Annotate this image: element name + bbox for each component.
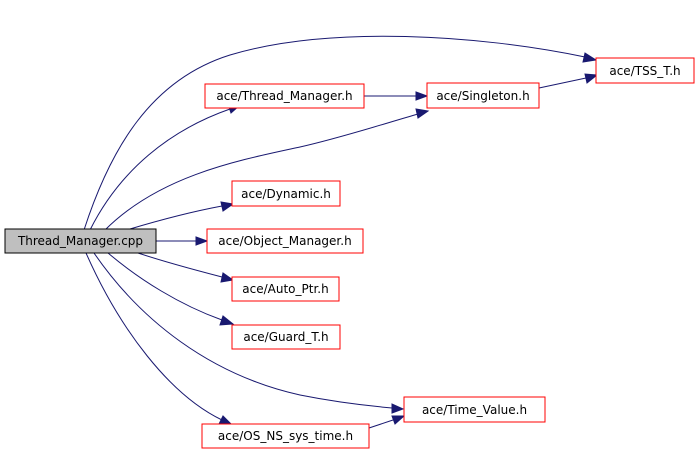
edge-root-to-singleton-arrow: [415, 108, 430, 119]
node-thread-manager-h[interactable]: ace/Thread_Manager.h: [204, 83, 365, 109]
node-tss-t-h[interactable]: ace/TSS_T.h: [595, 57, 695, 84]
node-thread-manager-cpp-label: Thread_Manager.cpp: [17, 234, 143, 248]
nodes: Thread_Manager.cpp ace/TSS_T.h ace/Threa…: [4, 57, 695, 449]
edge-root-to-time-value: [93, 252, 393, 409]
edge-os-ns-sys-time-to-time-value-arrow: [391, 415, 406, 425]
node-singleton-h[interactable]: ace/Singleton.h: [426, 82, 540, 109]
edge-root-to-tss-t-arrow: [582, 52, 598, 63]
node-tss-t-h-label: ace/TSS_T.h: [609, 64, 680, 78]
edge-root-to-tss-t: [83, 35, 586, 231]
node-time-value-h-label: ace/Time_Value.h: [422, 403, 527, 417]
edge-singleton-to-tss-t-arrow: [584, 73, 599, 84]
edge-root-to-auto-ptr-arrow: [220, 272, 235, 283]
node-object-manager-h-label: ace/Object_Manager.h: [218, 234, 351, 248]
node-os-ns-sys-time-h[interactable]: ace/OS_NS_sys_time.h: [201, 423, 370, 449]
edge-root-to-dynamic: [129, 205, 223, 230]
edge-root-to-object-manager-arrow: [195, 236, 209, 246]
edge-root-to-guard-t-arrow: [219, 315, 235, 326]
edge-root-to-dynamic-arrow: [220, 201, 235, 212]
node-guard-t-h-label: ace/Guard_T.h: [243, 330, 328, 344]
edge-root-to-thread-manager: [89, 108, 231, 231]
edge-root-to-os-ns-sys-time: [85, 252, 223, 421]
edge-root-to-guard-t: [107, 252, 223, 321]
edge-singleton-to-tss-t: [538, 77, 587, 89]
node-os-ns-sys-time-h-label: ace/OS_NS_sys_time.h: [218, 429, 353, 443]
edge-root-to-auto-ptr: [137, 252, 223, 278]
node-guard-t-h[interactable]: ace/Guard_T.h: [231, 324, 341, 350]
edge-root-to-time-value-arrow: [391, 403, 405, 414]
node-dynamic-h[interactable]: ace/Dynamic.h: [231, 180, 341, 207]
edge-root-to-singleton: [104, 113, 419, 231]
node-time-value-h[interactable]: ace/Time_Value.h: [403, 396, 546, 423]
node-object-manager-h[interactable]: ace/Object_Manager.h: [206, 228, 364, 254]
node-dynamic-h-label: ace/Dynamic.h: [241, 187, 331, 201]
node-auto-ptr-h[interactable]: ace/Auto_Ptr.h: [231, 276, 340, 302]
edge-os-ns-sys-time-to-time-value: [368, 419, 394, 429]
node-thread-manager-h-label: ace/Thread_Manager.h: [216, 89, 352, 103]
node-auto-ptr-h-label: ace/Auto_Ptr.h: [242, 282, 328, 296]
node-singleton-h-label: ace/Singleton.h: [436, 89, 529, 103]
edge-thread-manager-to-singleton-arrow: [415, 91, 429, 101]
node-thread-manager-cpp[interactable]: Thread_Manager.cpp: [4, 228, 157, 254]
